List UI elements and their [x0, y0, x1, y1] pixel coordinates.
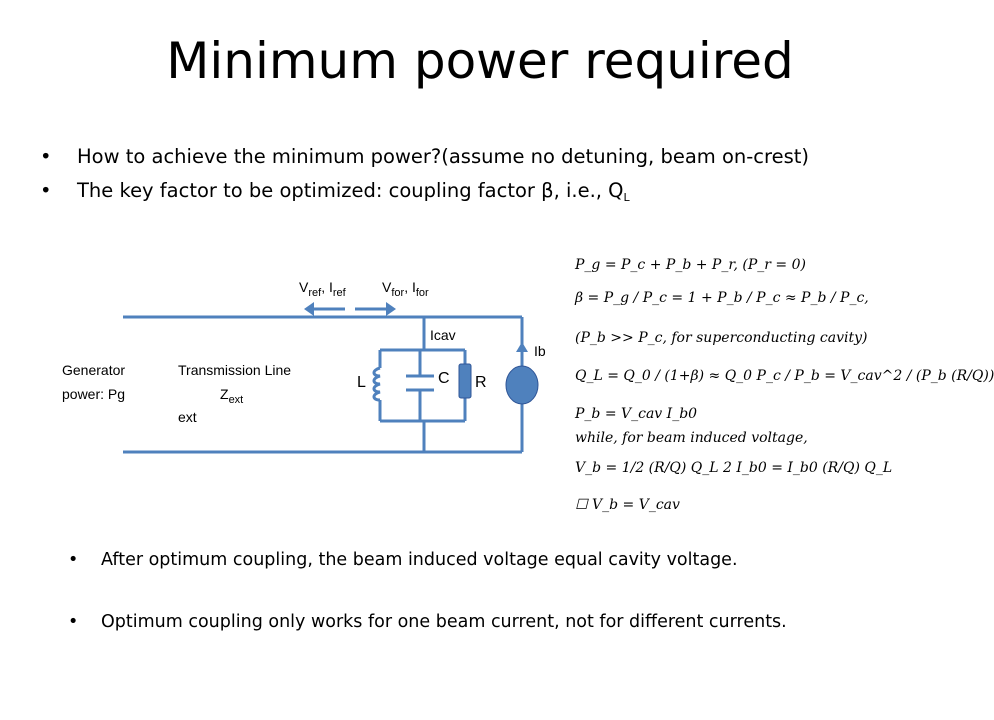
equation-line: β = P_g / P_c = 1 + P_b / P_c ≈ P_b / P_…: [575, 290, 869, 306]
bullet-item: After optimum coupling, the beam induced…: [68, 550, 738, 570]
equation-line: while, for beam induced voltage,: [575, 430, 808, 446]
equation-line: P_b = V_cav I_b0: [575, 406, 698, 422]
equation-line: V_b = 1/2 (R/Q) Q_L 2 I_b0 = I_b0 (R/Q) …: [575, 460, 893, 476]
current-source-symbol: [505, 365, 539, 405]
reflected-arrow-icon: [304, 302, 314, 316]
circuit-diagram: [123, 302, 539, 454]
ib-arrow-icon: [516, 342, 528, 352]
resistor-symbol: [458, 363, 472, 399]
vfor-ifor-label: Vfor, Ifor: [382, 279, 429, 299]
inductor-symbol: [372, 366, 381, 402]
generator-label-line1: Generator: [62, 362, 126, 378]
capacitor-label: C: [438, 370, 450, 387]
resistor-label: R: [475, 374, 487, 391]
zext-label: Zext: [220, 386, 244, 406]
equation-line: ☐ V_b = V_cav: [575, 497, 680, 513]
ib-label: Ib: [534, 343, 546, 359]
bullet-subscript: L: [623, 191, 630, 204]
icav-label: Icav: [430, 327, 456, 343]
equation-line: P_g = P_c + P_b + P_r, (P_r = 0): [575, 257, 806, 273]
bullet-item: How to achieve the minimum power?(assume…: [40, 140, 809, 174]
generator-label-line2: power: Pg: [62, 386, 126, 402]
bullet-item: Optimum coupling only works for one beam…: [68, 612, 787, 632]
vref-iref-label: Vref, Iref: [299, 279, 346, 299]
transmission-line-label: Transmission Line: [178, 362, 292, 378]
ext-label: ext: [178, 409, 197, 425]
inductor-label: L: [357, 374, 366, 391]
slide-title: Minimum power required: [166, 32, 794, 90]
forward-arrow-icon: [386, 302, 396, 316]
bullet-item: The key factor to be optimized: coupling…: [40, 174, 809, 215]
equation-line: Q_L = Q_0 / (1+β) ≈ Q_0 P_c / P_b = V_ca…: [575, 368, 994, 384]
top-bullet-list: How to achieve the minimum power?(assume…: [40, 140, 809, 215]
equation-line: (P_b >> P_c, for superconducting cavity): [575, 330, 868, 346]
